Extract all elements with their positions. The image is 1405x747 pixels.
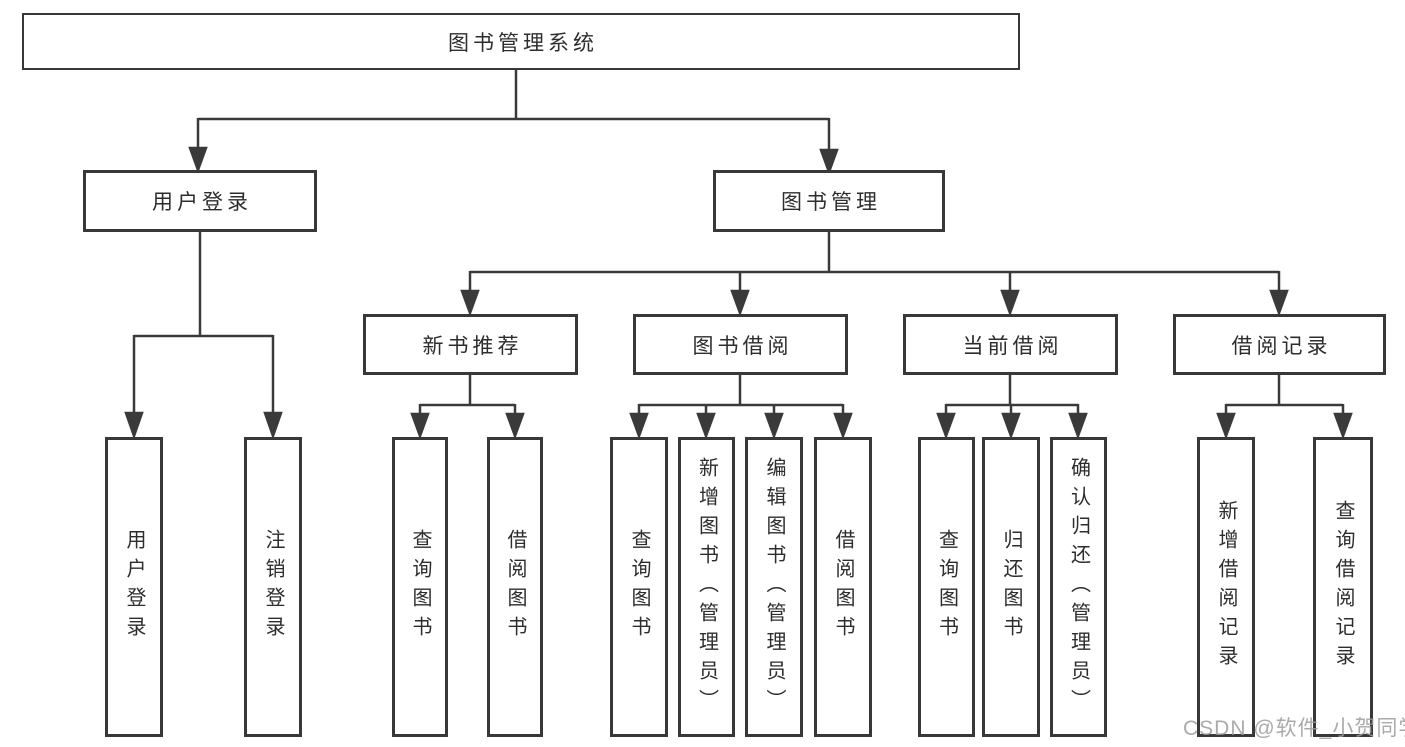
node-label: 查询图书 xyxy=(628,529,650,645)
leaf-cb-query-book: 查询图书 xyxy=(918,437,975,737)
node-label: 编辑图书（管理员） xyxy=(763,456,785,718)
leaf-bb-add-book-admin: 新增图书（管理员） xyxy=(678,437,735,737)
connector-book-mgmt xyxy=(460,232,1289,317)
node-user-login: 用户登录 xyxy=(83,170,317,232)
node-label: 用户登录 xyxy=(123,529,145,645)
node-label: 新增图书（管理员） xyxy=(695,456,718,718)
node-label: 查询借阅记录 xyxy=(1332,500,1354,674)
node-label: 新书推荐 xyxy=(422,334,523,358)
node-label: 用户登录 xyxy=(152,191,252,214)
node-book-borrow: 图书借阅 xyxy=(633,314,848,375)
leaf-cb-return-book: 归还图书 xyxy=(982,437,1040,737)
leaf-bb-edit-book-admin: 编辑图书（管理员） xyxy=(745,437,803,737)
node-label: 查询图书 xyxy=(409,529,431,645)
node-new-book-rec: 新书推荐 xyxy=(363,314,578,375)
node-label: 归还图书 xyxy=(1000,529,1022,645)
node-label: 借阅图书 xyxy=(504,529,526,645)
node-label: 图书管理系统 xyxy=(448,31,598,55)
connector-user-login xyxy=(124,232,283,440)
node-label: 借阅记录 xyxy=(1231,334,1332,358)
node-system-root: 图书管理系统 xyxy=(22,13,1020,70)
leaf-bb-query-book: 查询图书 xyxy=(610,437,668,737)
node-label: 注销登录 xyxy=(262,529,284,645)
connector-current-borrow xyxy=(936,375,1088,440)
leaf-nb-query-book: 查询图书 xyxy=(392,437,448,737)
node-label: 图书借阅 xyxy=(692,334,793,358)
leaf-user-login: 用户登录 xyxy=(105,437,163,737)
leaf-bb-borrow-book: 借阅图书 xyxy=(814,437,872,737)
node-book-mgmt: 图书管理 xyxy=(713,170,945,232)
node-borrow-records: 借阅记录 xyxy=(1173,314,1386,375)
leaf-br-query-record: 查询借阅记录 xyxy=(1313,437,1373,737)
csdn-watermark: CSDN @软件_小贺同学 xyxy=(1183,717,1405,740)
node-label: 图书管理 xyxy=(781,191,881,214)
connector-borrow-records xyxy=(1216,375,1353,440)
leaf-nb-borrow-book: 借阅图书 xyxy=(487,437,543,737)
node-label: 借阅图书 xyxy=(832,529,854,645)
node-label: 确认归还（管理员） xyxy=(1067,456,1090,718)
connector-new-book xyxy=(410,375,525,440)
node-label: 新增借阅记录 xyxy=(1215,500,1237,674)
leaf-br-add-record: 新增借阅记录 xyxy=(1197,437,1255,737)
node-label: 当前借阅 xyxy=(962,334,1063,358)
connector-root xyxy=(188,68,839,176)
leaf-cb-confirm-return-admin: 确认归还（管理员） xyxy=(1050,437,1107,737)
leaf-logout: 注销登录 xyxy=(244,437,302,737)
node-label: 查询图书 xyxy=(935,529,958,645)
node-current-borrow: 当前借阅 xyxy=(903,314,1118,375)
connector-book-borrow xyxy=(629,375,853,440)
